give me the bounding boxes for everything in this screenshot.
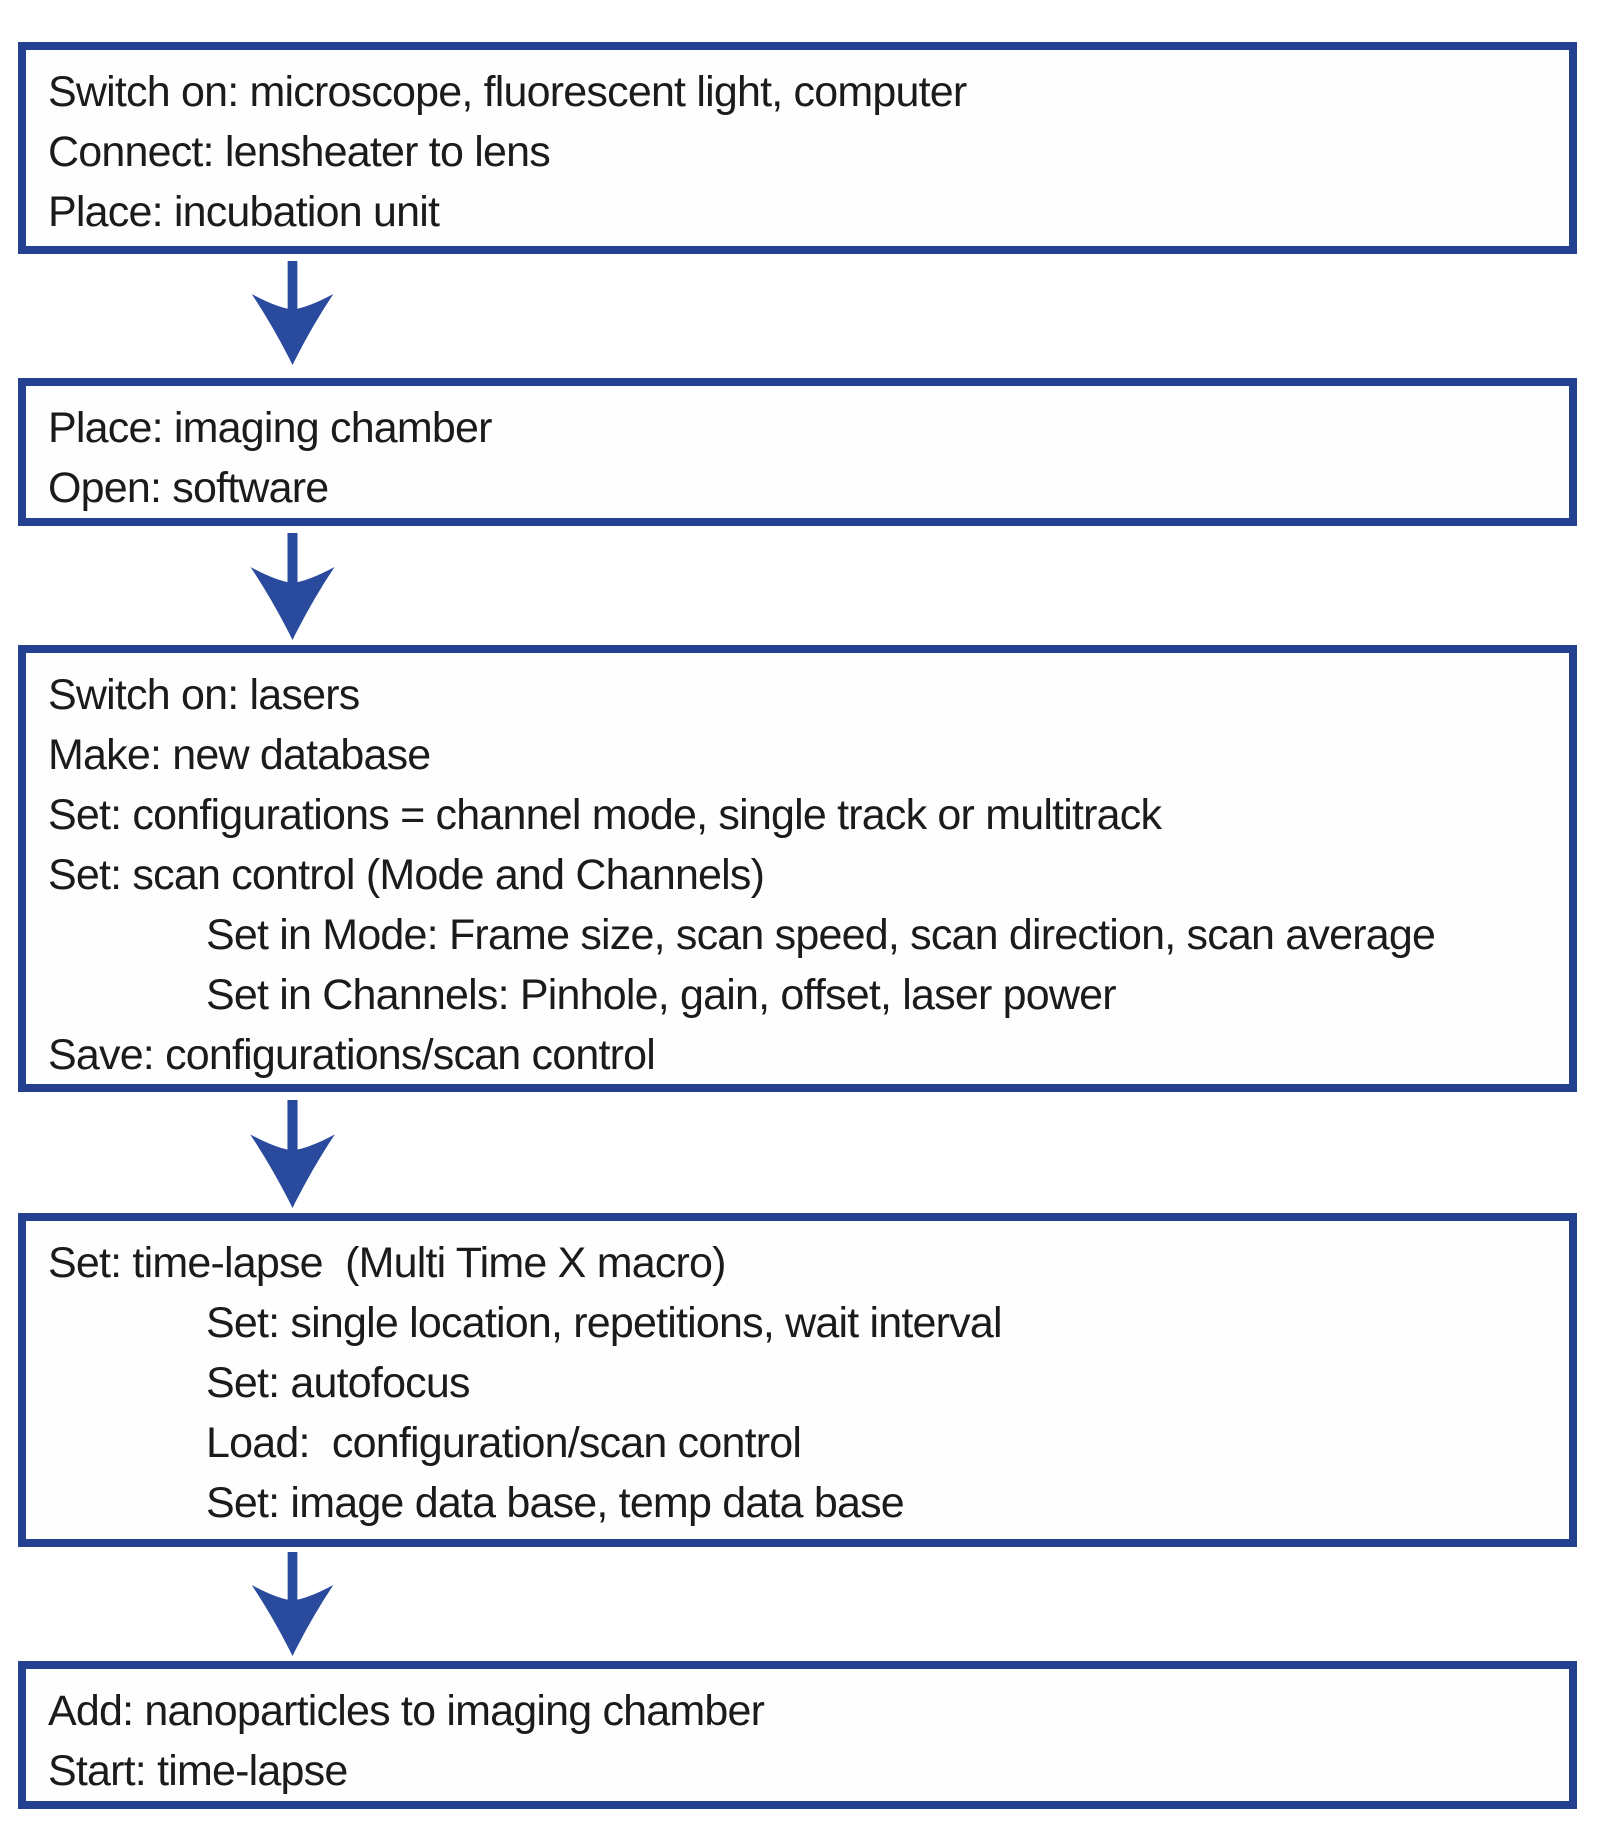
flow-step-configure-scan: Switch on: lasers Make: new database Set… — [18, 645, 1577, 1092]
step-subline: Set: single location, repetitions, wait … — [206, 1299, 1003, 1347]
step-subline: Set: image data base, temp data base — [206, 1479, 905, 1527]
step-subline: Load: configuration/scan control — [206, 1419, 802, 1467]
down-arrow-icon — [250, 1100, 335, 1208]
step-line: Make: new database — [48, 731, 431, 779]
step-line: Switch on: lasers — [48, 671, 360, 719]
step-line: Place: incubation unit — [48, 188, 440, 236]
down-arrow-icon — [251, 1552, 334, 1656]
down-arrow-icon — [251, 261, 334, 365]
flow-step-setup-hardware: Switch on: microscope, fluorescent light… — [18, 42, 1577, 254]
step-line: Set: time-lapse (Multi Time X macro) — [48, 1239, 726, 1287]
step-line: Set: scan control (Mode and Channels) — [48, 851, 765, 899]
step-line: Start: time-lapse — [48, 1747, 348, 1795]
flow-step-prepare-imaging: Place: imaging chamber Open: software — [18, 378, 1577, 526]
step-subline: Set in Mode: Frame size, scan speed, sca… — [206, 911, 1436, 959]
flow-step-configure-timelapse: Set: time-lapse (Multi Time X macro) Set… — [18, 1213, 1577, 1547]
step-subline: Set: autofocus — [206, 1359, 471, 1407]
step-line: Set: configurations = channel mode, sing… — [48, 791, 1162, 839]
step-line: Save: configurations/scan control — [48, 1031, 656, 1079]
step-line: Add: nanoparticles to imaging chamber — [48, 1687, 765, 1735]
step-line: Connect: lensheater to lens — [48, 128, 551, 176]
step-line: Switch on: microscope, fluorescent light… — [48, 68, 967, 116]
flow-step-run-experiment: Add: nanoparticles to imaging chamber St… — [18, 1661, 1577, 1809]
step-line: Open: software — [48, 464, 329, 512]
step-line: Place: imaging chamber — [48, 404, 492, 452]
step-subline: Set in Channels: Pinhole, gain, offset, … — [206, 971, 1117, 1019]
down-arrow-icon — [250, 533, 335, 640]
